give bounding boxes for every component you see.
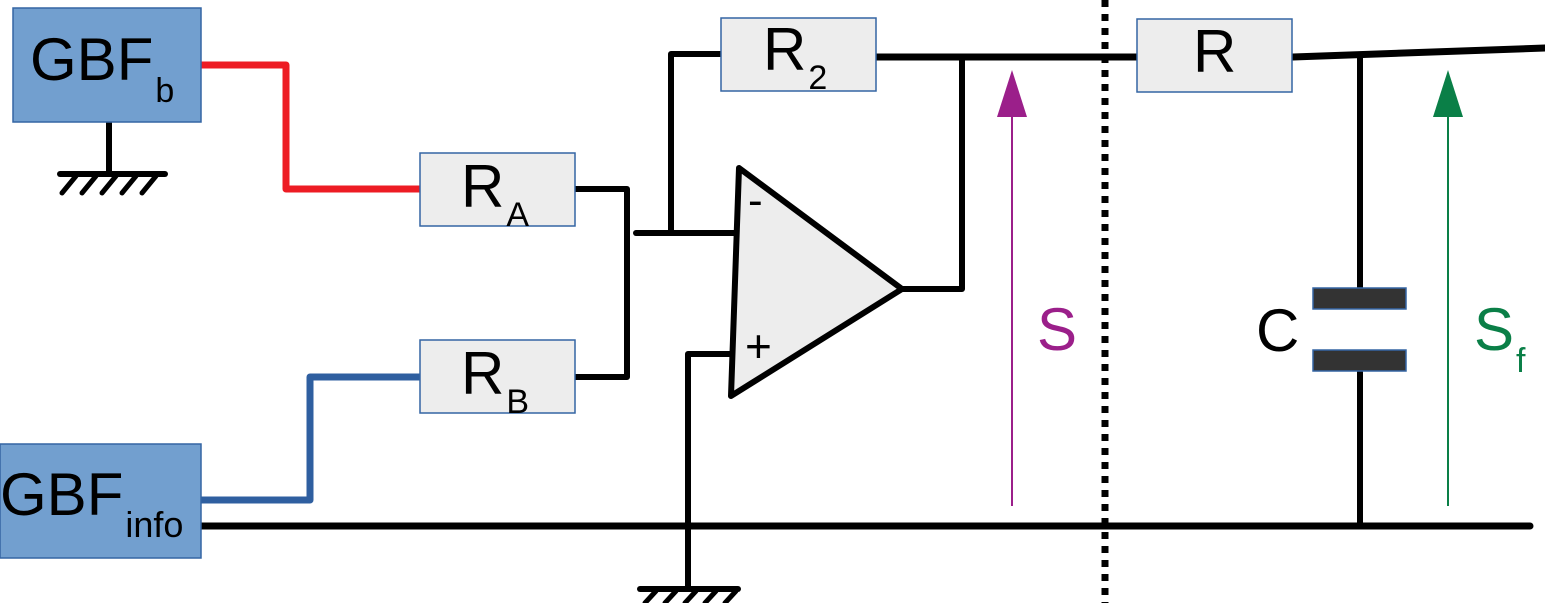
source-gbf-info: GBFinfo <box>0 443 202 559</box>
resistor-r: R <box>1136 18 1293 93</box>
resistor-rb: RB <box>419 339 576 421</box>
source-gbf-b-label: GBFb <box>30 26 174 110</box>
wires <box>106 44 1545 591</box>
capacitor-plate-bottom <box>1312 349 1407 372</box>
op-amp-minus-label: - <box>748 176 763 225</box>
voltage-sf: Sf <box>1433 70 1526 506</box>
capacitor-plate-top <box>1312 287 1407 310</box>
voltage-s: S <box>997 70 1077 506</box>
resistor-r2: R2 <box>720 16 877 97</box>
non-inverting-input-wire <box>685 351 738 591</box>
feedback-wire-left <box>668 51 725 236</box>
resistor-rb-label: RB <box>461 340 529 421</box>
op-amp: - + <box>728 165 905 399</box>
voltage-sf-arrow-head <box>1433 70 1463 117</box>
output-wire <box>900 54 965 292</box>
resistor-r-label: R <box>1193 18 1236 85</box>
capacitor-label: C <box>1256 297 1299 364</box>
resistor-ra-label: RA <box>461 153 529 234</box>
ground-symbol-bottom <box>637 586 741 603</box>
top-line-right <box>1289 44 1545 61</box>
resistor-r2-label: R2 <box>763 16 827 97</box>
resistor-ra: RA <box>419 152 576 234</box>
voltage-s-label: S <box>1037 296 1077 363</box>
ra-output-wire <box>572 186 630 380</box>
voltage-s-arrow-head <box>997 70 1027 117</box>
source-gbf-b: GBFb <box>12 7 202 123</box>
op-amp-plus-label: + <box>745 320 772 372</box>
source-gbf-info-label: GBFinfo <box>0 461 183 545</box>
op-amp-triangle <box>728 165 905 399</box>
ground-symbol-top <box>57 171 168 196</box>
red-wire <box>196 61 424 193</box>
blue-wire <box>196 373 424 504</box>
capacitor: C <box>1256 287 1407 372</box>
voltage-sf-label: Sf <box>1474 296 1526 380</box>
